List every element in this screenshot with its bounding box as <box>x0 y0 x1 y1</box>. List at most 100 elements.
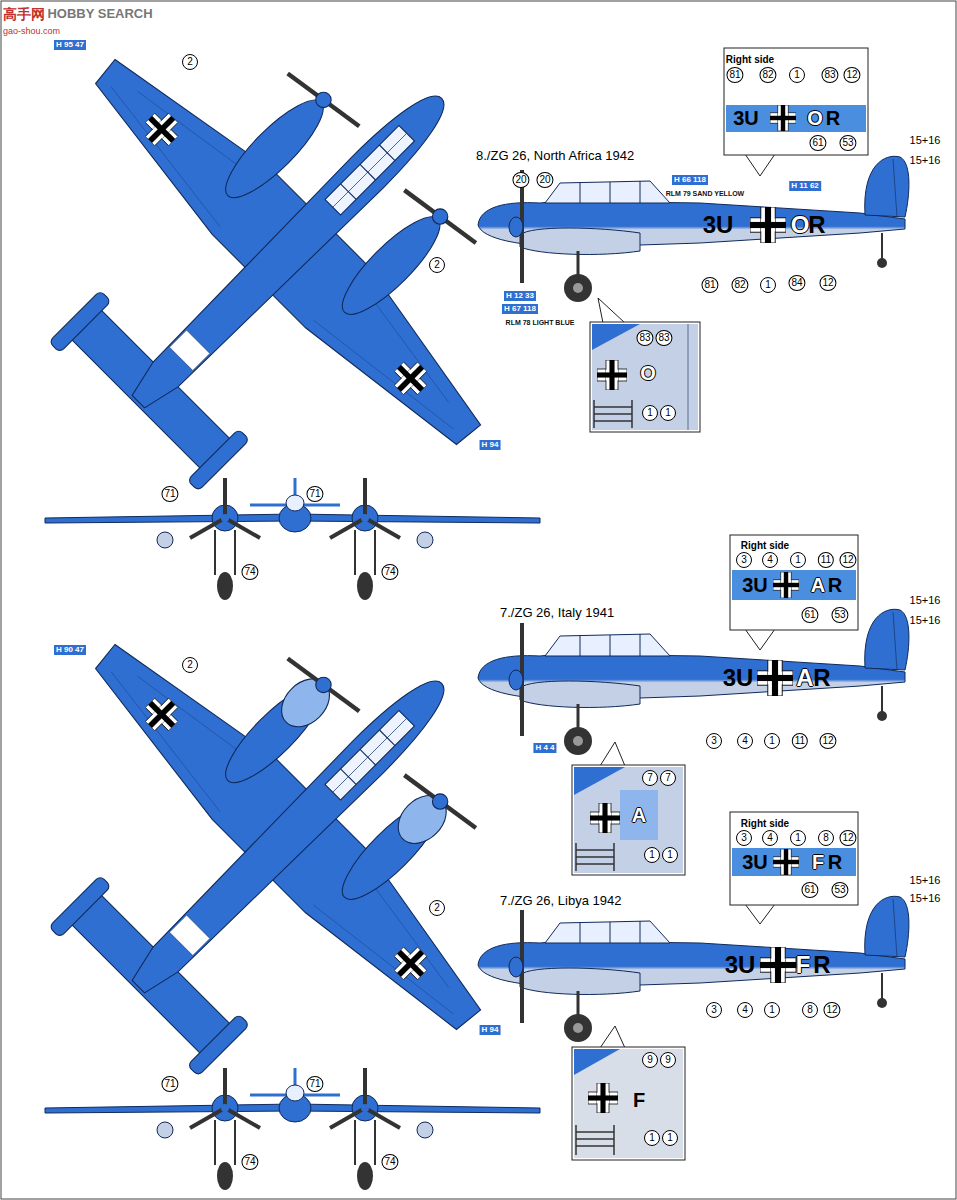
callout-number: 20 <box>536 172 553 188</box>
aircraft-code: 3U <box>742 851 768 873</box>
callout-number: 12 <box>839 552 856 568</box>
callout-number: 71 <box>161 486 178 502</box>
callout-number: 1 <box>789 67 805 83</box>
decal-number: 15+16 <box>910 874 941 887</box>
callout-number: 7 <box>642 770 658 786</box>
aircraft-code: O <box>807 107 823 129</box>
callout-number: 3 <box>706 1002 722 1018</box>
watermark: HOBBY SEARCH <box>47 6 152 21</box>
paint-note: RLM 79 SAND YELLOW <box>666 189 744 198</box>
decal-number: 15+16 <box>910 594 941 607</box>
inset-heading: Right side <box>726 54 774 66</box>
aircraft-code: A <box>632 804 646 826</box>
callout-number: 1 <box>764 1002 780 1018</box>
color-code-tag: H 95 47 <box>54 40 86 50</box>
aircraft-code: O <box>640 362 656 384</box>
decal-number: 15+16 <box>910 134 941 147</box>
aircraft-code: 3U <box>733 107 759 129</box>
color-code-tag: H 11 62 <box>789 181 821 191</box>
paint-note: RLM 78 LIGHT BLUE <box>506 318 575 327</box>
aircraft-code: R <box>813 665 830 691</box>
callout-number: 74 <box>241 564 258 580</box>
aircraft-code: F <box>812 851 824 873</box>
color-code-tag: H 90 47 <box>54 645 86 655</box>
aircraft-code: F <box>633 1089 645 1111</box>
callout-number: 1 <box>790 830 806 846</box>
aircraft-code: F <box>796 952 811 978</box>
color-code-tag: H 12 33 <box>504 291 536 301</box>
color-code-tag: H 67 118 <box>502 304 538 314</box>
aircraft-code: R <box>808 212 825 238</box>
callout-number: 1 <box>660 405 676 421</box>
callout-number: 11 <box>792 733 808 749</box>
callout-number: 4 <box>737 1002 753 1018</box>
color-code-tag: H 4 4 <box>533 743 556 753</box>
callout-number: 74 <box>381 1154 398 1170</box>
callout-number: 71 <box>306 1076 323 1092</box>
aircraft-code: A <box>811 574 825 596</box>
inset-heading: Right side <box>741 540 789 552</box>
callout-number: 11 <box>818 552 834 568</box>
callout-number: 8 <box>818 830 834 846</box>
aircraft-code: 3U <box>703 212 734 238</box>
callout-number: 82 <box>759 67 776 83</box>
callout-number: 4 <box>762 552 778 568</box>
callout-number: 61 <box>809 135 826 151</box>
aircraft-code: R <box>813 952 830 978</box>
callout-number: 1 <box>790 552 806 568</box>
aircraft-code: O <box>791 212 810 238</box>
callout-number: 84 <box>788 275 805 291</box>
callout-number: 71 <box>161 1076 178 1092</box>
decal-number: 15+16 <box>910 154 941 167</box>
callout-number: 3 <box>736 552 752 568</box>
callout-number: 2 <box>429 900 445 916</box>
scheme-title: 7./ZG 26, Libya 1942 <box>500 893 621 908</box>
callout-number: 9 <box>642 1052 658 1068</box>
callout-number: 20 <box>512 172 529 188</box>
callout-number: 74 <box>241 1154 258 1170</box>
color-code-tag: H 94 <box>480 1025 501 1035</box>
callout-number: 12 <box>819 733 836 749</box>
callout-number: 1 <box>642 405 658 421</box>
callout-number: 61 <box>801 607 818 623</box>
callout-number: 12 <box>839 830 856 846</box>
aircraft-code: R <box>826 107 840 129</box>
callout-number: 2 <box>182 54 198 70</box>
callout-number: 53 <box>839 135 856 151</box>
callout-number: 9 <box>660 1052 676 1068</box>
callout-number: 12 <box>823 1002 840 1018</box>
callout-number: 4 <box>737 733 753 749</box>
decal-number: 15+16 <box>910 614 941 627</box>
watermark: gao-shou.com <box>3 26 60 37</box>
callout-number: 53 <box>831 882 848 898</box>
callout-number: 1 <box>644 847 660 863</box>
callout-number: 71 <box>306 486 323 502</box>
callout-number: 1 <box>764 733 780 749</box>
aircraft-code: A <box>796 665 813 691</box>
aircraft-code: 3U <box>723 665 754 691</box>
scheme-title: 7./ZG 26, Italy 1941 <box>500 605 614 620</box>
aircraft-code: R <box>828 851 842 873</box>
callout-number: 1 <box>662 847 678 863</box>
callout-number: 81 <box>726 67 743 83</box>
callout-number: 83 <box>655 330 672 346</box>
callout-number: 1 <box>760 277 776 293</box>
decal-number: 15+16 <box>910 892 941 905</box>
aircraft-code: 3U <box>742 574 768 596</box>
callout-number: 74 <box>381 564 398 580</box>
aircraft-code: R <box>828 574 842 596</box>
aircraft-code: 3U <box>725 952 756 978</box>
callout-number: 12 <box>843 67 860 83</box>
callout-number: 81 <box>701 277 718 293</box>
watermark: 高手网 <box>3 6 45 22</box>
callout-number: 4 <box>762 830 778 846</box>
callout-number: 8 <box>802 1002 818 1018</box>
callout-number: 3 <box>736 830 752 846</box>
callout-number: 2 <box>429 257 445 273</box>
callout-number: 61 <box>801 882 818 898</box>
callout-number: 3 <box>706 733 722 749</box>
callout-number: 83 <box>821 67 838 83</box>
callout-number: 12 <box>819 275 836 291</box>
